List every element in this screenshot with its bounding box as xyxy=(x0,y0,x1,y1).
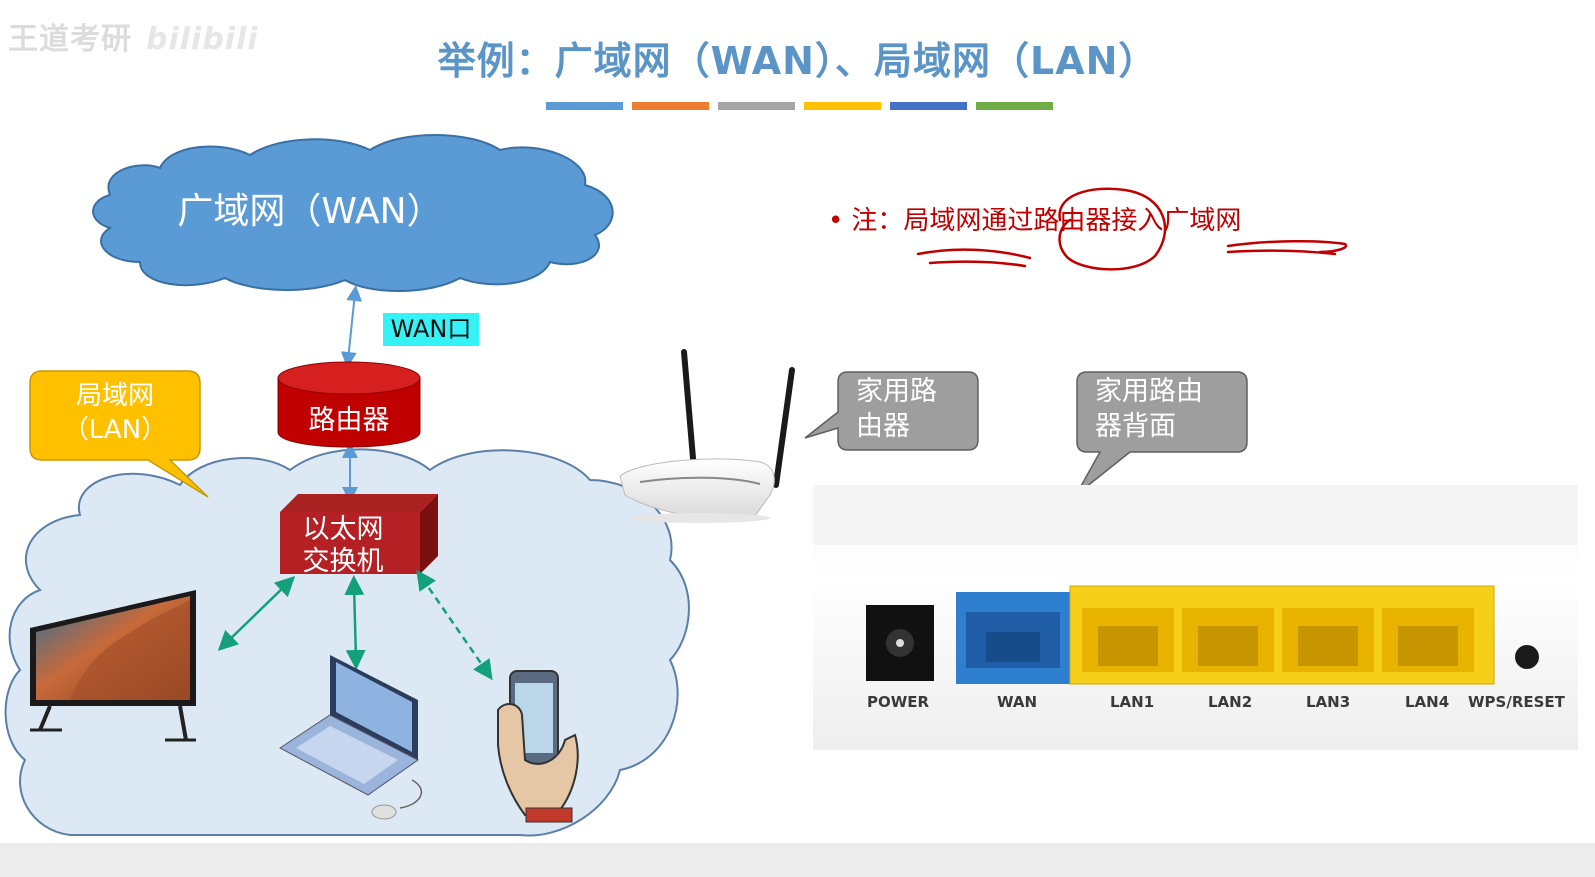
wan-cloud xyxy=(92,134,614,292)
title-bar xyxy=(890,102,967,110)
switch-tv-link xyxy=(217,576,296,651)
wan-port-label: WAN口 xyxy=(383,313,479,346)
home-router-callout-line2: 由器 xyxy=(856,411,910,442)
lan-bubble-line2: （LAN） xyxy=(62,415,168,445)
watermark-text-a: 王道考研 xyxy=(8,22,132,57)
smartphone-icon xyxy=(497,670,579,823)
router-back-callout-line1: 家用路由 xyxy=(1095,376,1203,407)
watermark: 王道考研 bilibili xyxy=(8,14,259,58)
lan-bubble: 局域网 （LAN） xyxy=(30,371,200,461)
ethernet-switch-box xyxy=(280,494,438,574)
port-label-lan3: LAN3 xyxy=(1306,693,1351,711)
switch-label: 以太网 交换机 xyxy=(278,514,408,574)
wan-cloud-label: 广域网（WAN） xyxy=(177,191,443,232)
lan-bubble-shape xyxy=(29,370,209,498)
note: •注：局域网通过路由器接入广域网 xyxy=(828,200,1241,237)
port-label-power: POWER xyxy=(867,693,930,711)
title-bar xyxy=(718,102,795,110)
bottom-band xyxy=(0,843,1595,877)
port-label-lan2: LAN2 xyxy=(1208,693,1253,711)
home-router-callout-line1: 家用路 xyxy=(856,376,937,407)
title-color-bars xyxy=(546,102,1053,110)
note-bullet: • xyxy=(828,206,844,236)
port-label-lan4: LAN4 xyxy=(1405,693,1450,711)
router-back-callout-line2: 器背面 xyxy=(1095,411,1176,442)
home-router-photo xyxy=(619,349,795,523)
title-bar xyxy=(632,102,709,110)
title-bar xyxy=(804,102,881,110)
wan-router-link xyxy=(340,285,363,368)
router-back-callout: 家用路由 器背面 xyxy=(1095,374,1203,444)
watermark-text-b: bilibili xyxy=(146,22,259,57)
router-label: 路由器 xyxy=(308,405,390,436)
handwritten-annotations xyxy=(916,187,1348,271)
lan-bubble-line1: 局域网 xyxy=(75,381,154,411)
slide-title: 举例：广域网（WAN）、局域网（LAN） xyxy=(437,39,1158,83)
port-label-lan1: LAN1 xyxy=(1110,693,1155,711)
switch-label-line1: 以太网 xyxy=(302,514,384,545)
switch-laptop-link xyxy=(344,575,366,670)
note-text: 注：局域网通过路由器接入广域网 xyxy=(851,206,1242,236)
port-label-wps-reset: WPS/RESET xyxy=(1468,693,1565,711)
title-bar xyxy=(976,102,1053,110)
switch-label-line2: 交换机 xyxy=(302,546,384,574)
wps-reset-button xyxy=(1515,645,1539,669)
title-bar xyxy=(546,102,623,110)
router-back-panel-photo xyxy=(813,485,1578,750)
home-router-callout-shape xyxy=(804,371,979,451)
tv-icon xyxy=(30,590,196,742)
home-router-callout: 家用路 由器 xyxy=(856,374,937,444)
port-label-wan: WAN xyxy=(997,693,1038,711)
laptop-icon xyxy=(279,655,423,820)
router-back-callout-shape xyxy=(1075,371,1248,496)
router-cylinder xyxy=(277,361,421,448)
